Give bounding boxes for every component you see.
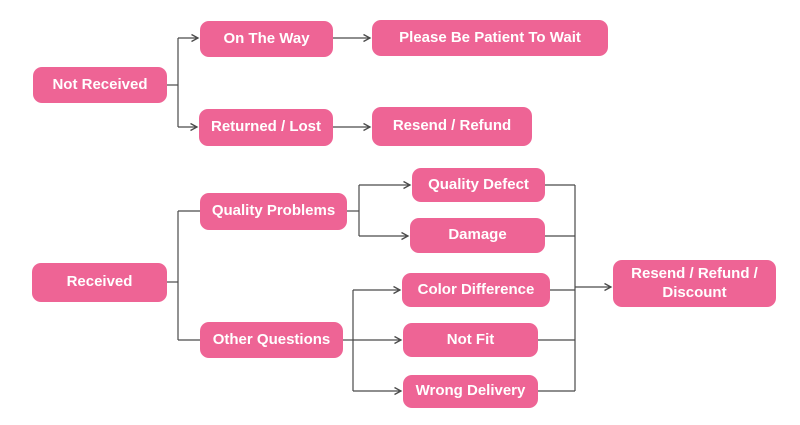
node-on-the-way: On The Way [200,21,333,57]
node-received: Received [32,263,167,302]
node-resend-refund-discount: Resend / Refund / Discount [613,260,776,307]
node-quality-problems: Quality Problems [200,193,347,230]
node-damage: Damage [410,218,545,253]
node-resend-refund: Resend / Refund [372,107,532,146]
node-not-fit: Not Fit [403,323,538,357]
node-please-be-patient-to-wait: Please Be Patient To Wait [372,20,608,56]
node-returned-lost: Returned / Lost [199,109,333,146]
node-not-received: Not Received [33,67,167,103]
node-wrong-delivery: Wrong Delivery [403,375,538,408]
node-color-difference: Color Difference [402,273,550,307]
node-quality-defect: Quality Defect [412,168,545,202]
node-other-questions: Other Questions [200,322,343,358]
